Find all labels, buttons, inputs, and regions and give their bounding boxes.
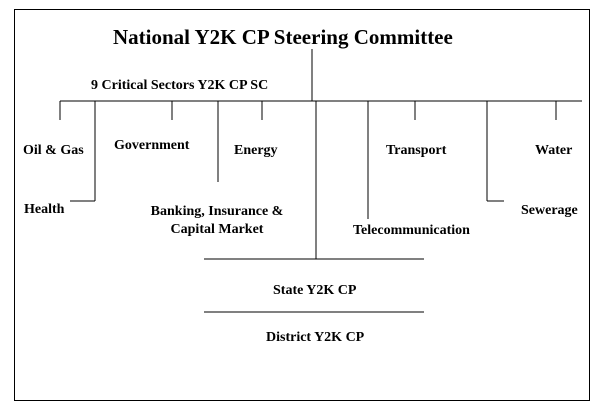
diagram-title: National Y2K CP Steering Committee (113, 25, 453, 49)
sector-oil-gas: Oil & Gas (23, 143, 84, 158)
chart-frame (14, 9, 590, 401)
level-state: State Y2K CP (273, 283, 357, 298)
sector-water: Water (535, 143, 573, 158)
sector-transport: Transport (386, 143, 447, 158)
sectors-heading: 9 Critical Sectors Y2K CP SC (91, 78, 269, 93)
sector-energy: Energy (234, 143, 278, 158)
sector-banking-line2: Capital Market (170, 222, 264, 237)
level-district: District Y2K CP (266, 330, 365, 345)
sector-health: Health (24, 202, 65, 217)
sector-sewerage: Sewerage (521, 203, 578, 218)
sector-government: Government (114, 138, 190, 153)
sector-telecommunication: Telecommunication (353, 223, 470, 238)
sector-banking: Banking, Insurance & Capital Market (145, 203, 289, 239)
sector-banking-line1: Banking, Insurance & (150, 204, 284, 219)
